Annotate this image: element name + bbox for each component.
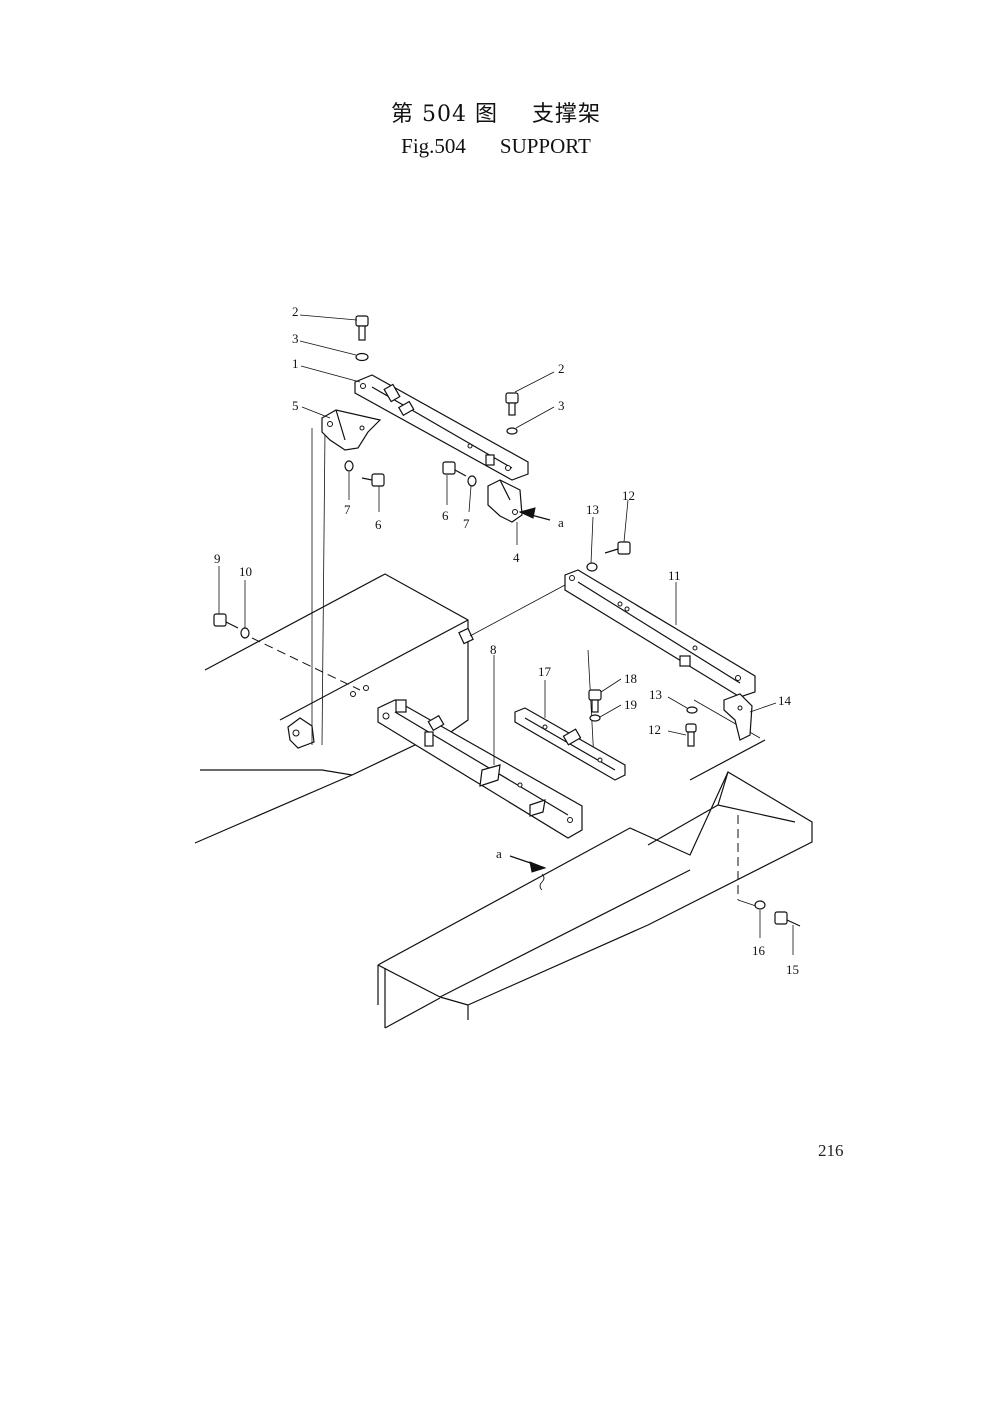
view-arrow-upper: a (518, 507, 564, 530)
callout-12b: 12 (648, 722, 661, 737)
callout-10: 10 (239, 564, 252, 579)
callout-16: 16 (752, 943, 766, 958)
callout-9: 9 (214, 551, 221, 566)
callout-6b: 6 (442, 508, 449, 523)
fasteners-center (588, 689, 602, 722)
fasteners-right (586, 541, 801, 927)
frame-body (194, 573, 474, 844)
view-label-a-lower: a (496, 846, 502, 861)
callout-13b: 13 (649, 687, 662, 702)
cover-panel (377, 739, 813, 1029)
callout-7a: 7 (344, 502, 351, 517)
callout-7b: 7 (463, 516, 470, 531)
figure-name-en: SUPPORT (499, 134, 591, 158)
callout-2b: 2 (558, 361, 565, 376)
callout-3b: 3 (558, 398, 565, 413)
callout-12a: 12 (622, 488, 635, 503)
callout-19: 19 (624, 697, 637, 712)
part-4-bracket (487, 479, 523, 523)
fasteners-left (213, 613, 250, 639)
part-5-bracket (321, 409, 382, 451)
callout-14: 14 (778, 693, 792, 708)
figure-title-chinese: 第 504 图 支撑架 (0, 96, 992, 128)
callout-15: 15 (786, 962, 799, 977)
figure-title-english: Fig.504 SUPPORT (0, 134, 992, 159)
figure-name-cn: 支撑架 (531, 102, 601, 127)
view-label-a-upper: a (558, 515, 564, 530)
callout-2a: 2 (292, 304, 299, 319)
callout-3a: 3 (292, 331, 299, 346)
callout-13a: 13 (586, 502, 599, 517)
callout-6a: 6 (375, 517, 382, 532)
callout-4: 4 (513, 550, 520, 565)
callout-5: 5 (292, 398, 299, 413)
part-11-right-beam (564, 569, 756, 698)
callout-17: 17 (538, 664, 552, 679)
part-1-upper-beam (354, 374, 529, 481)
frame-side-bracket (287, 717, 315, 749)
callout-1: 1 (292, 356, 299, 371)
callout-8: 8 (490, 642, 497, 657)
callouts: 2 3 1 5 2 3 7 6 6 7 4 13 12 (214, 304, 799, 977)
fasteners-top (344, 315, 519, 487)
figure-number-en: Fig.504 (401, 134, 466, 158)
figure-number-cn: 第 504 图 (391, 102, 498, 127)
callout-11: 11 (668, 568, 681, 583)
part-8-lower-beam (377, 699, 583, 839)
callout-18: 18 (624, 671, 637, 686)
page-number: 216 (818, 1141, 844, 1160)
part-17-plate (514, 707, 626, 781)
view-arrow-lower: a (496, 846, 547, 891)
part-14-bracket (723, 693, 753, 741)
